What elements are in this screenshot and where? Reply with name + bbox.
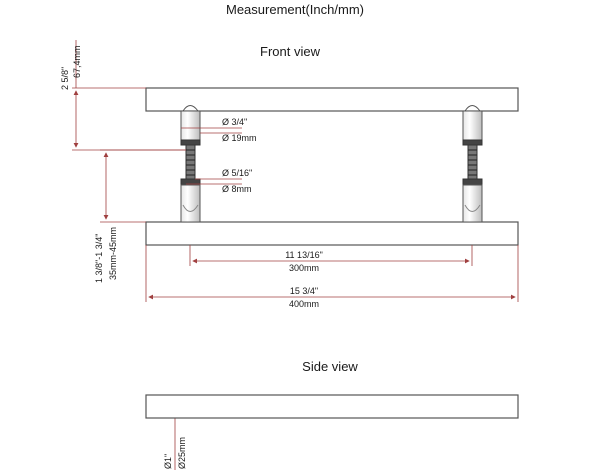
front-view-title: Front view (260, 44, 320, 59)
side-view-title: Side view (302, 359, 358, 374)
dim-screw-diameter-mm: Ø 8mm (222, 184, 252, 194)
dim-door-thickness-inch: 1 3/8"-1 3/4" (94, 234, 104, 283)
dim-center-mm: 300mm (289, 263, 319, 273)
dim-side-diameter-mm: Ø25mm (177, 437, 187, 469)
dim-post-diameter-inch: Ø 3/4" (222, 117, 247, 127)
dim-door-thickness-mm: 35mm-45mm (108, 227, 118, 280)
dim-center-inch: 11 13/16" (285, 250, 323, 260)
dim-side-diameter-inch: Ø1" (163, 454, 173, 469)
dim-post-diameter-mm: Ø 19mm (222, 133, 257, 143)
right-post (462, 105, 483, 223)
side-view-bar (145, 394, 519, 419)
dim-length-mm: 400mm (289, 299, 319, 309)
bottom-handle-bar (145, 221, 519, 246)
dim-length-inch: 15 3/4" (290, 286, 318, 296)
top-handle-bar (145, 87, 519, 112)
dim-screw-diameter-inch: Ø 5/16" (222, 168, 252, 178)
left-post (180, 105, 201, 223)
dim-height-inch: 2 5/8" (60, 67, 70, 90)
page-title: Measurement(Inch/mm) (226, 2, 364, 17)
dim-height-mm: 67,4mm (72, 45, 82, 78)
